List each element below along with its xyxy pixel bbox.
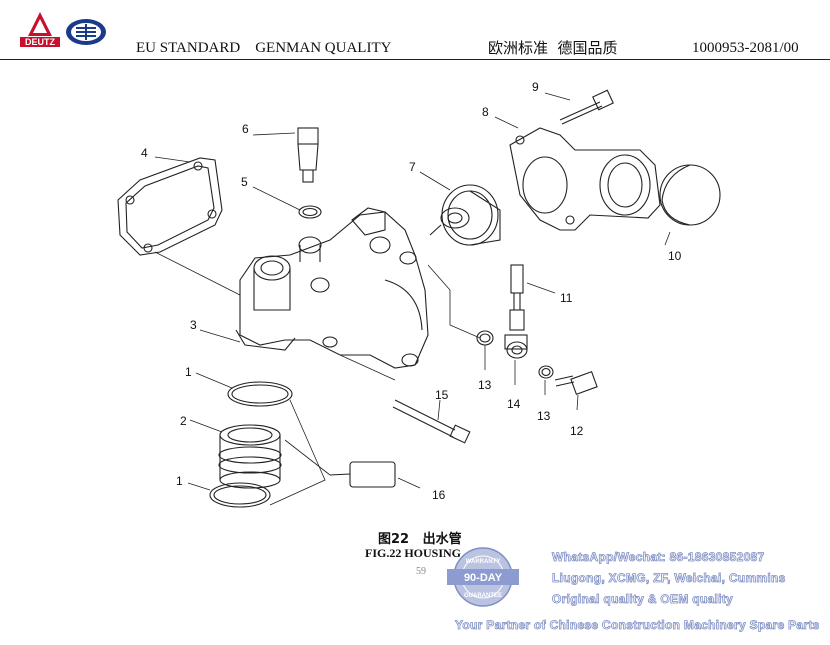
- brand-text: DEUTZ: [25, 37, 55, 47]
- callout-14: 14: [507, 397, 521, 411]
- outlet-housing: [509, 127, 661, 231]
- callout-1a: 1: [185, 365, 192, 379]
- page-number: 59: [416, 566, 426, 577]
- callout-1b: 1: [176, 474, 183, 488]
- callout-9: 9: [532, 80, 539, 94]
- callout-13b: 13: [537, 409, 551, 423]
- callout-16: 16: [432, 488, 446, 502]
- callout-13a: 13: [478, 378, 492, 392]
- page-header: DEUTZ EU STANDARD GENMAN QUALITY 欧洲标准 德国…: [0, 0, 830, 60]
- header-standard-en: EU STANDARD GENMAN QUALITY: [136, 40, 392, 56]
- watermark-contact: WhatsApp/Wechat: 86-18630852087: [552, 550, 765, 565]
- document-code: 1000953-2081/00: [692, 40, 799, 56]
- header-standard-cn: 欧洲标准 德国品质: [488, 39, 618, 57]
- badge-warranty: WARRANTY: [466, 559, 501, 565]
- callout-5: 5: [241, 175, 248, 189]
- callout-10: 10: [668, 249, 682, 263]
- callout-11: 11: [560, 291, 573, 305]
- header-divider: [0, 59, 830, 60]
- watermark-brands: Liugong, XCMG, ZF, Weichai, Cummins: [552, 571, 786, 586]
- watermark-quality: Original quality & OEM quality: [552, 592, 734, 607]
- callout-7: 7: [409, 160, 416, 174]
- callout-12: 12: [570, 424, 584, 438]
- gasket-part: [117, 157, 223, 256]
- callout-15: 15: [435, 388, 449, 402]
- callout-2: 2: [180, 414, 187, 428]
- figure-caption-en: FIG.22 HOUSING: [365, 546, 462, 560]
- callout-8: 8: [482, 105, 489, 119]
- callout-3: 3: [190, 318, 197, 332]
- warranty-badge: 90-DAY WARRANTY GUARANTEE: [447, 547, 519, 607]
- badge-90-day: 90-DAY: [464, 572, 503, 584]
- housing-body: [239, 211, 429, 369]
- exploded-parts-diagram: 4 5 6 7 8 9 10 11 13 14 13 12 15 16 3 1 …: [117, 80, 721, 508]
- deutz-logo: DEUTZ: [20, 12, 106, 47]
- callout-6: 6: [242, 122, 249, 136]
- callout-4: 4: [141, 146, 148, 160]
- figure-caption-cn: 图22 出水管: [378, 532, 462, 547]
- badge-guarantee: GUARANTEE: [464, 593, 502, 599]
- watermark-slogan: Your Partner of Chinese Construction Mac…: [455, 618, 820, 633]
